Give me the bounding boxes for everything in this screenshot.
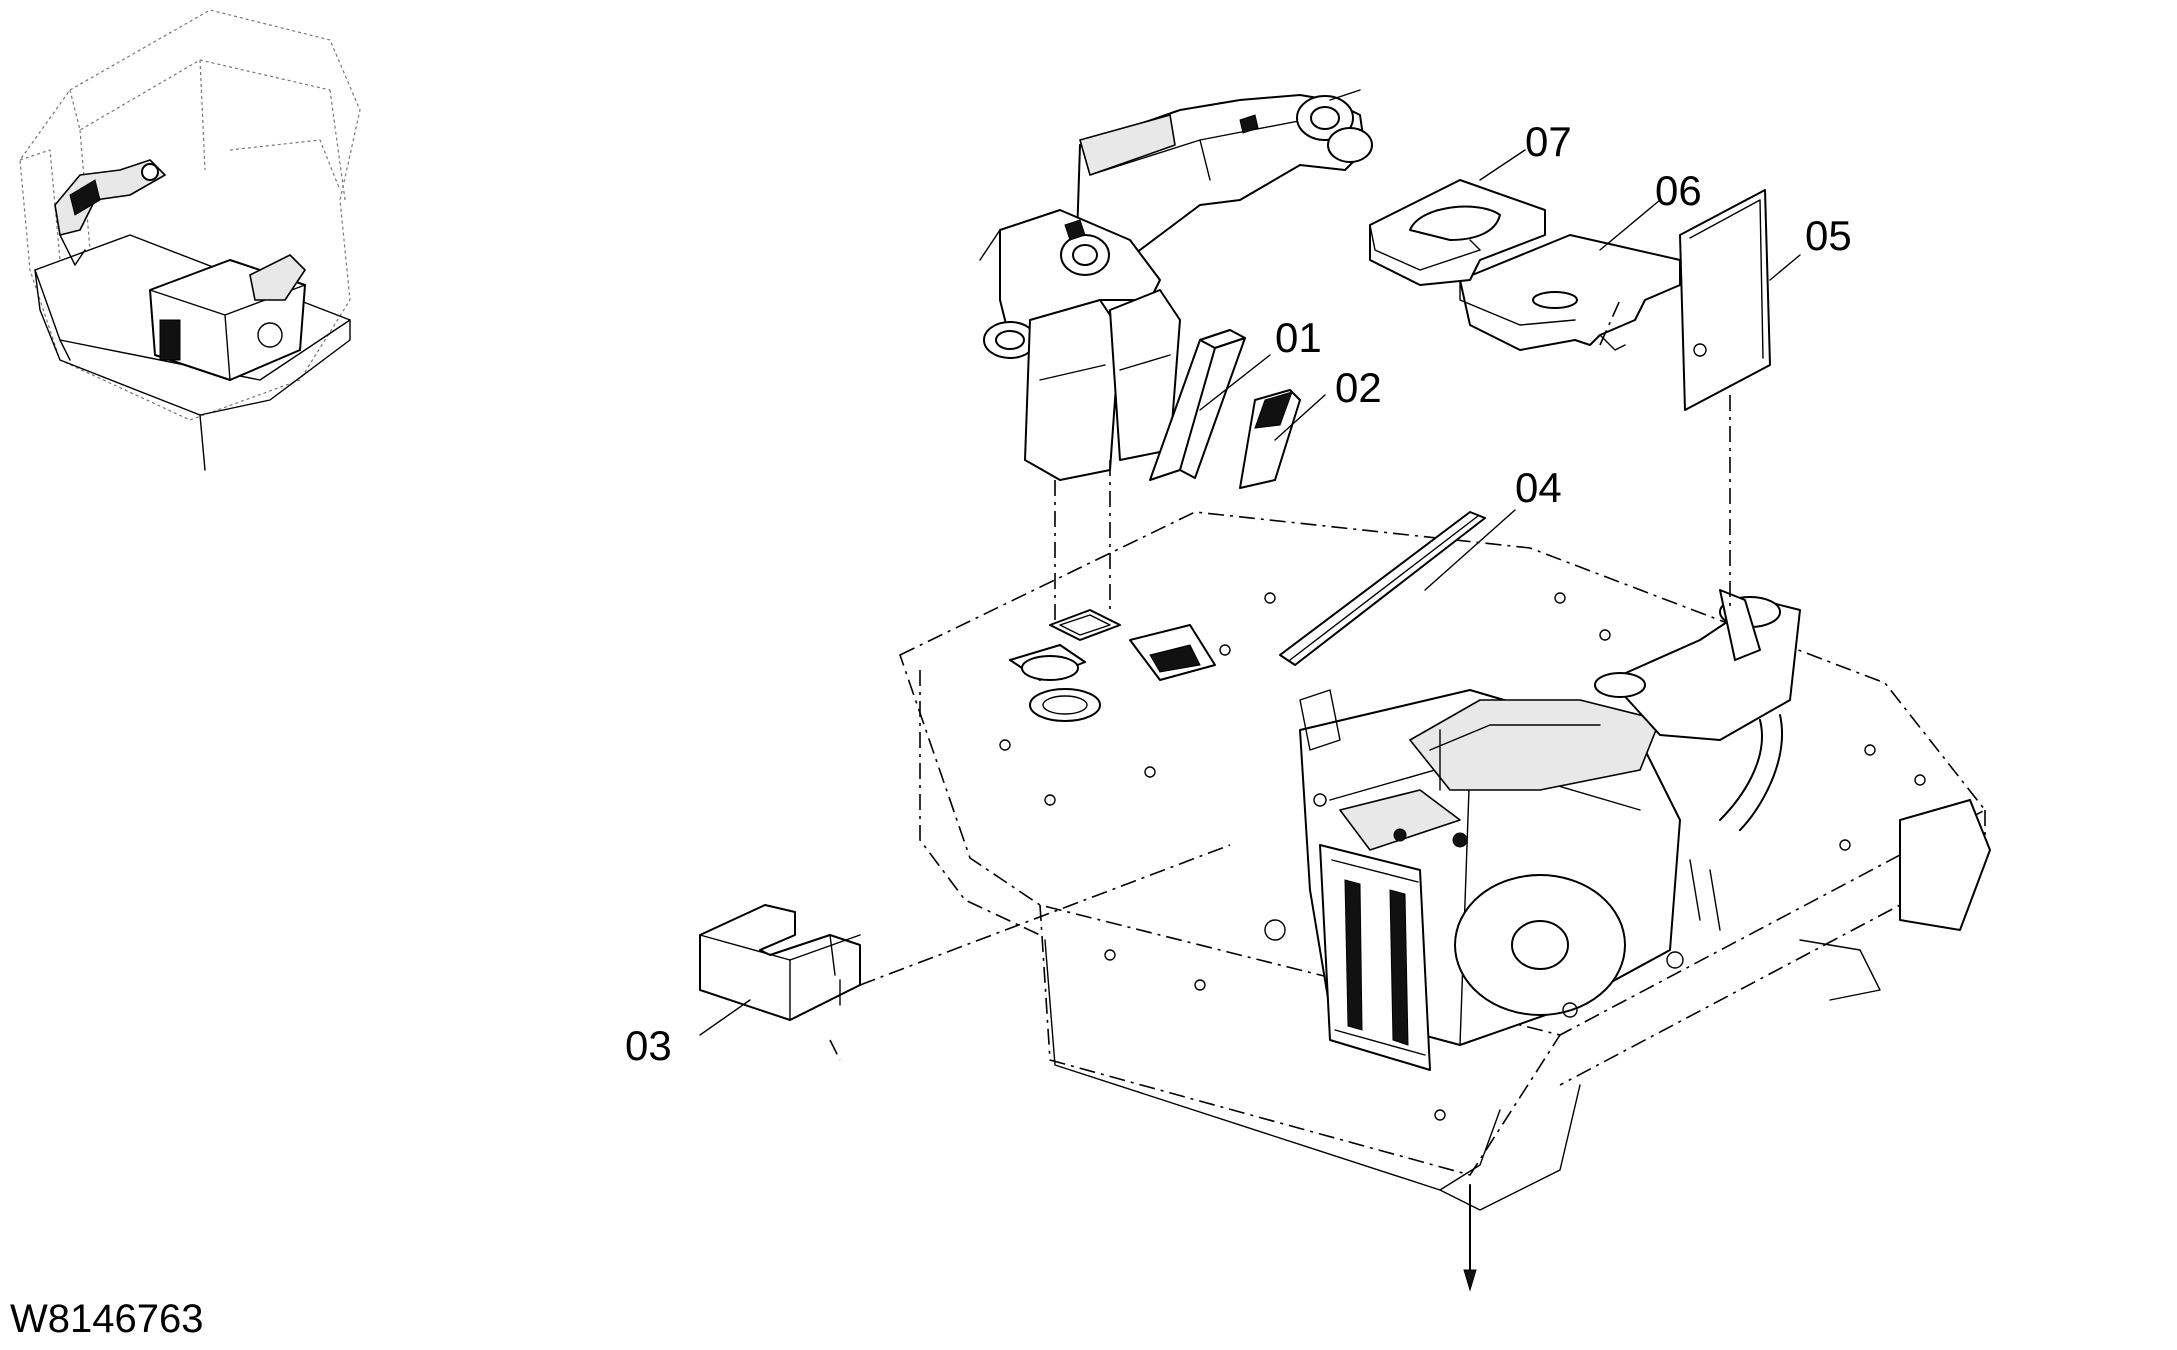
- callout-04: 04: [1515, 464, 1562, 511]
- callout-05: 05: [1805, 212, 1852, 259]
- air-duct-assembly: [979, 89, 1373, 481]
- part-04-seal-strip: [1279, 511, 1486, 666]
- part-05-panel: [1679, 189, 1771, 411]
- part-01-foam-strip: [1149, 329, 1246, 481]
- heater-unit: [1299, 589, 1991, 1292]
- callout-leaders: [699, 149, 1801, 1036]
- part-07-plate: [1369, 179, 1546, 286]
- callout-labels: 01 02 03 04 05 06 07: [625, 118, 1852, 1069]
- part-03-block: [699, 904, 861, 1021]
- part-06-plate: [1459, 234, 1681, 351]
- floor-plate: [899, 511, 1987, 1211]
- overview-thumbnail: [19, 9, 361, 471]
- callout-03: 03: [625, 1022, 672, 1069]
- callout-02: 02: [1335, 364, 1382, 411]
- callout-01: 01: [1275, 314, 1322, 361]
- callout-06: 06: [1655, 167, 1702, 214]
- assembly-lines: [829, 299, 1731, 1061]
- figure-number: W8146763: [10, 1297, 204, 1341]
- part-02-foam-piece: [1239, 389, 1301, 489]
- callout-07: 07: [1525, 118, 1572, 165]
